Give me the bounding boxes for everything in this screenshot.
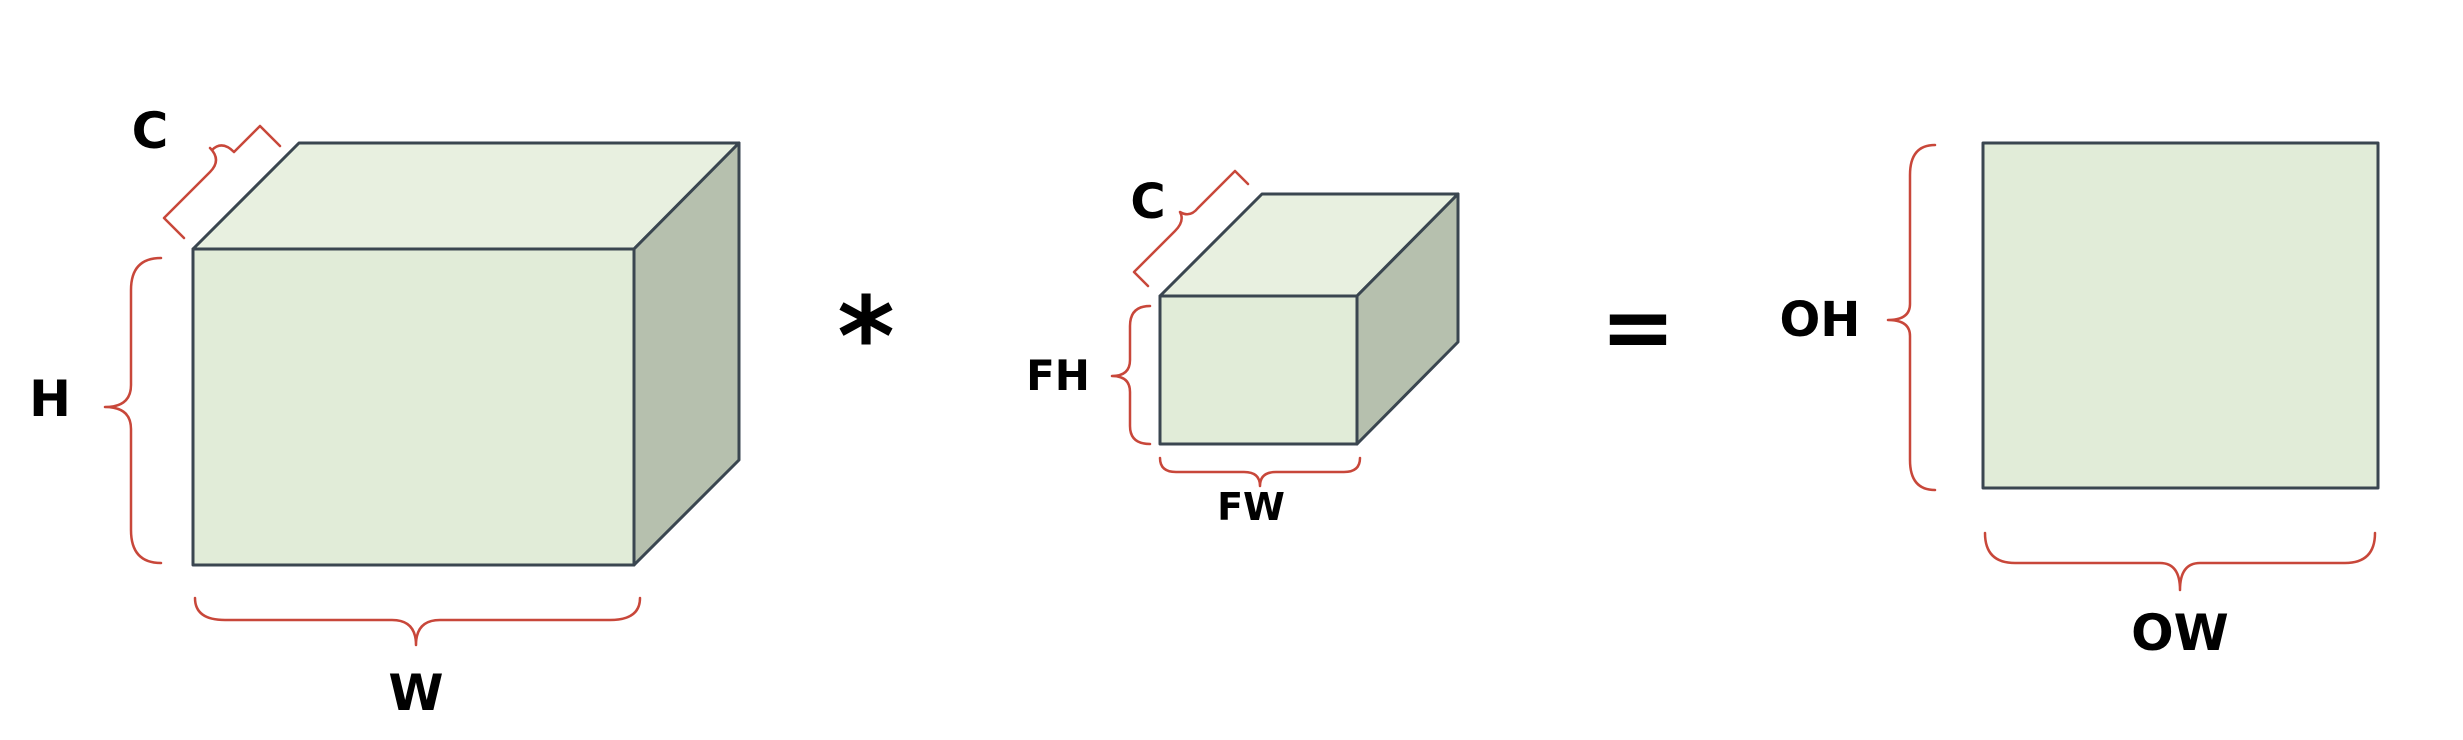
filter-height-brace: [1110, 304, 1152, 446]
filter-channels-brace: [1132, 169, 1250, 288]
filter-tensor: [1158, 192, 1460, 446]
input-channels-brace: [162, 124, 282, 240]
equals-operator: =: [1600, 275, 1675, 380]
filter-front-face: [1158, 294, 1359, 446]
output-width-brace: [1983, 531, 2377, 592]
input-channels-label: C: [132, 102, 169, 160]
output-height-brace: [1886, 143, 1937, 492]
input-tensor: [191, 141, 741, 567]
input-height-label: H: [29, 370, 71, 428]
input-front-face: [191, 247, 636, 567]
filter-width-label: FW: [1217, 485, 1285, 529]
input-height-brace: [103, 256, 163, 565]
filter-height-label: FH: [1026, 351, 1090, 400]
input-width-label: W: [388, 664, 443, 722]
output-height-label: OH: [1780, 292, 1861, 348]
filter-channels-label: C: [1130, 174, 1165, 230]
output-map: [1981, 141, 2380, 490]
output-width-label: OW: [2131, 604, 2229, 662]
filter-width-brace: [1158, 456, 1362, 488]
convolution-operator: *: [837, 273, 895, 401]
input-width-brace: [193, 596, 642, 647]
